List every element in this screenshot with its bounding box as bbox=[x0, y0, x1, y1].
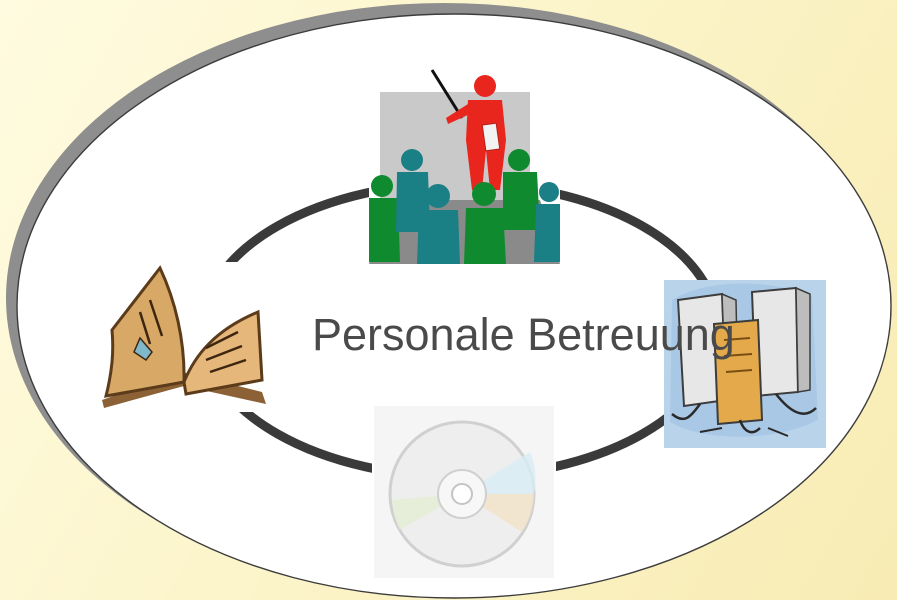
outer-ellipse bbox=[16, 13, 892, 599]
open-book-icon bbox=[95, 262, 273, 412]
presentation-icon bbox=[369, 69, 560, 264]
center-label: Personale Betreuung bbox=[312, 309, 735, 360]
cd-disc-icon bbox=[372, 404, 556, 580]
computer-servers-icon bbox=[664, 280, 826, 448]
